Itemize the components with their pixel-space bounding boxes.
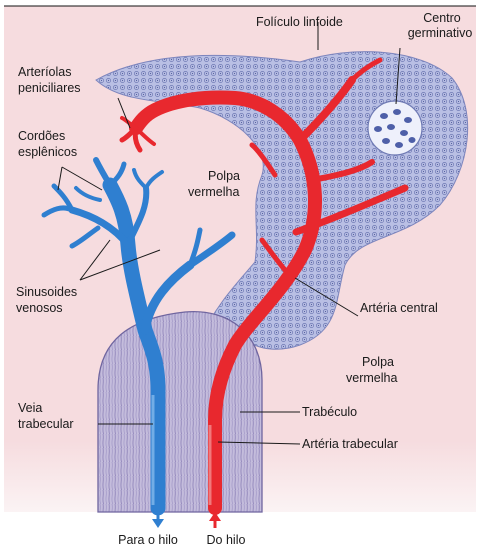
label-from-hilum: Do hilo xyxy=(207,533,246,547)
label-splenic-cords-line2: esplênicos xyxy=(18,145,77,159)
label-red-pulp-2-line2: vermelha xyxy=(346,371,397,385)
label-red-pulp-1-line2: vermelha xyxy=(188,185,239,199)
label-trabecular-artery: Artéria trabecular xyxy=(302,437,398,451)
label-trabecular-vein-line2: trabecular xyxy=(18,417,74,431)
label-trabecula: Trabéculo xyxy=(302,405,357,419)
label-trabecular-vein-line1: Veia xyxy=(18,401,42,415)
label-penicillar-arterioles-line1: Arteríolas xyxy=(18,65,72,79)
label-red-pulp-2-line1: Polpa xyxy=(362,355,394,369)
label-venous-sinusoids-line1: Sinusoides xyxy=(16,285,77,299)
label-venous-sinusoids-line2: venosos xyxy=(16,301,63,315)
label-germinal-center-line2: germinativo xyxy=(408,26,473,40)
germinal-center xyxy=(368,101,422,155)
label-splenic-cords-line1: Cordões xyxy=(18,129,65,143)
label-lymphoid-follicle: Folículo linfoide xyxy=(256,15,343,29)
label-red-pulp-1-line1: Polpa xyxy=(208,169,240,183)
label-germinal-center-line1: Centro xyxy=(423,11,461,25)
label-penicillar-arterioles-line2: peniciliares xyxy=(18,81,81,95)
label-central-artery: Artéria central xyxy=(360,301,438,315)
label-to-hilum: Para o hilo xyxy=(118,533,178,547)
